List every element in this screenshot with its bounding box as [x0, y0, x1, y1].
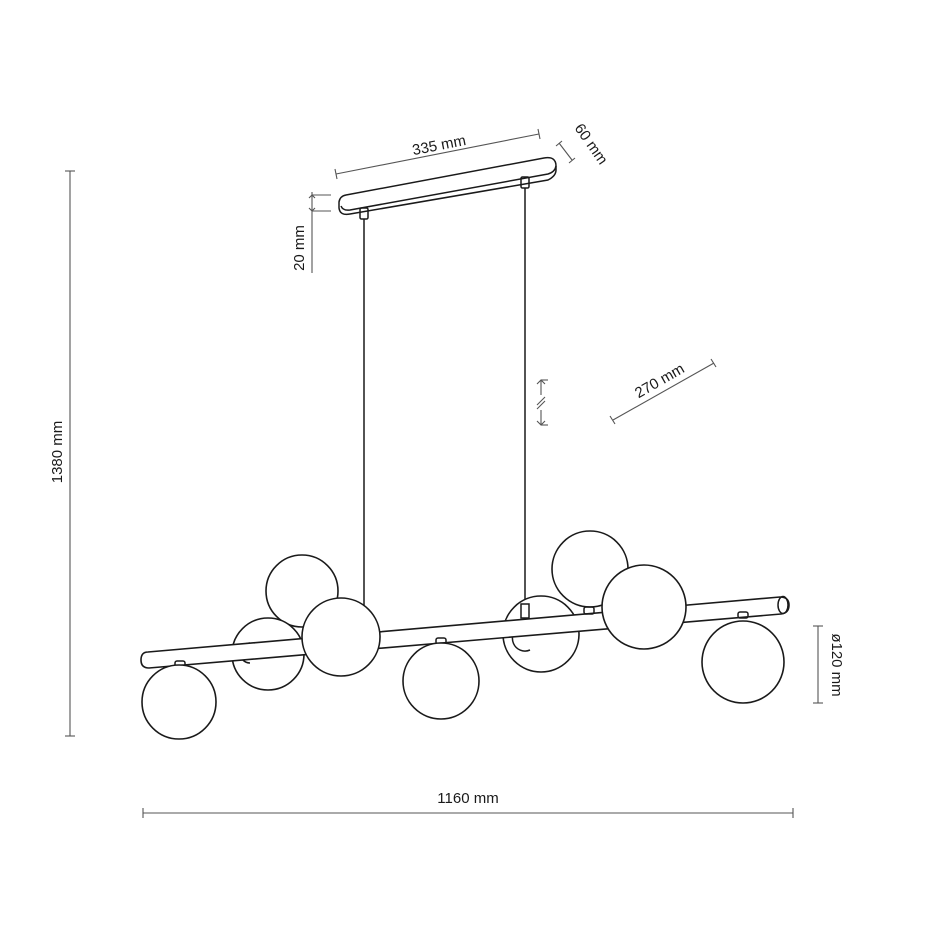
globe-front-2: [601, 564, 687, 650]
globe-diameter-label: ø120 mm: [828, 633, 845, 696]
canopy-width-label: 60 mm: [571, 121, 611, 168]
canopy-height-dimension: 20 mm: [291, 192, 331, 273]
total-width-dimension: 1160 mm: [142, 790, 794, 818]
canopy-width-dimension: 60 mm: [555, 121, 611, 168]
arm-spacing-dimension: 270 mm: [609, 358, 717, 425]
total-width-label: 1160 mm: [437, 790, 498, 807]
arm-spacing-label: 270 mm: [632, 360, 687, 402]
canopy-height-label: 20 mm: [291, 225, 308, 271]
total-height-label: 1380 mm: [49, 421, 66, 484]
canopy-length-label: 335 mm: [411, 132, 467, 159]
globe-hanging-1: [141, 664, 217, 740]
total-height-dimension: 1380 mm: [49, 170, 75, 737]
suspension-cables: [363, 188, 526, 610]
globes-front: [141, 564, 785, 740]
height-adjust-arrows: [536, 379, 548, 426]
globe-hanging-3: [701, 620, 785, 704]
globe-front-1: [301, 597, 381, 677]
globe-hanging-2: [402, 642, 480, 720]
globe-diameter-dimension: ø120 mm: [813, 625, 845, 704]
canopy-length-dimension: 335 mm: [334, 128, 541, 180]
